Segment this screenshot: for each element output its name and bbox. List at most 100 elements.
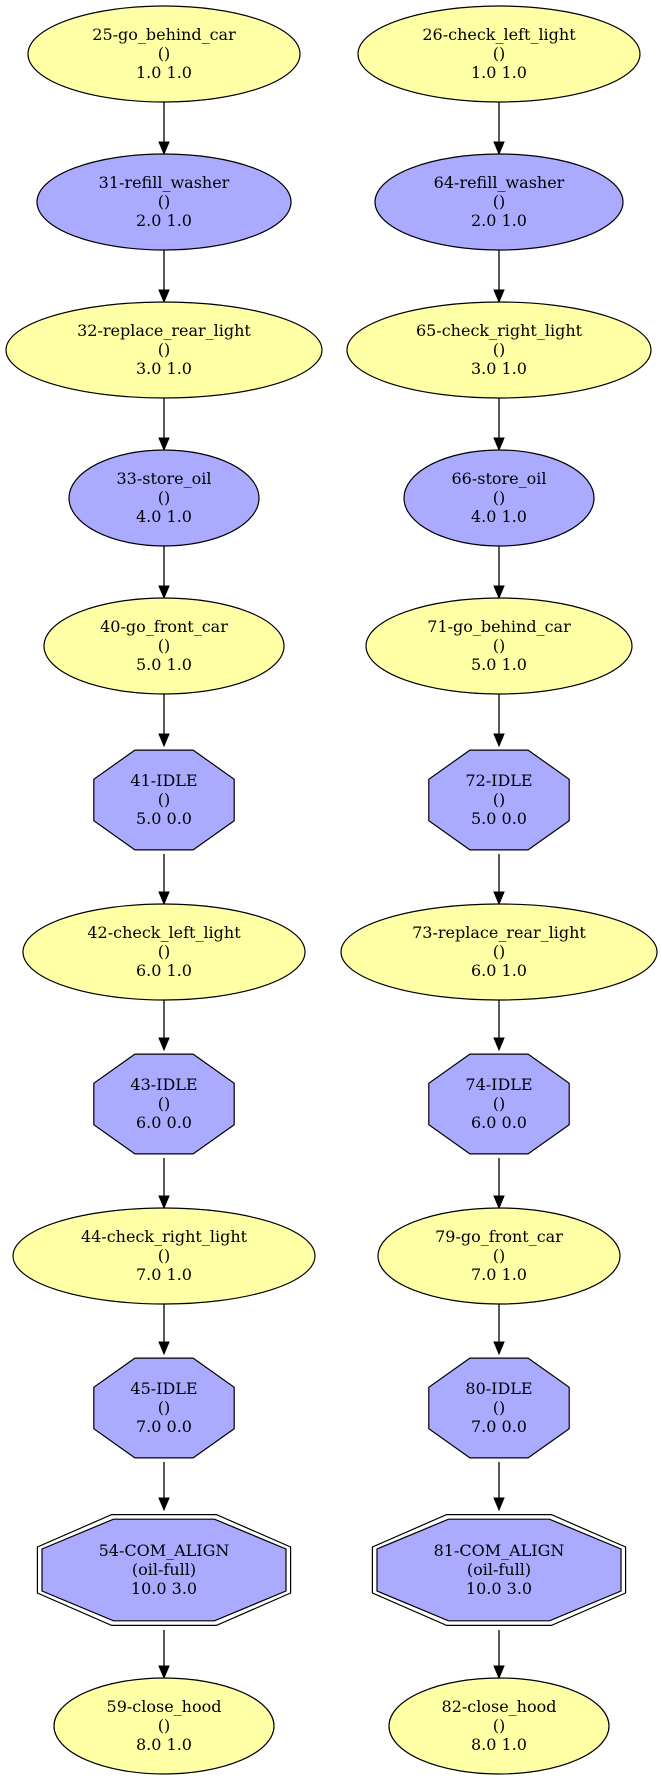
node-args: ()	[493, 1094, 505, 1113]
arrowhead-icon	[158, 141, 170, 156]
node-title: 32-replace_rear_light	[77, 321, 251, 340]
node-args: ()	[493, 488, 505, 507]
edge-arrow	[158, 1462, 170, 1512]
node-args: ()	[493, 1398, 505, 1417]
node-shape	[346, 301, 652, 399]
node-42-check-left-light: 42-check_left_light()6.0 1.0	[22, 903, 306, 1001]
node-values: 5.0 0.0	[136, 809, 192, 828]
node-65-check-right-light: 65-check_right_light()3.0 1.0	[346, 301, 652, 399]
node-81-com-align: 81-COM_ALIGN(oil-full)10.0 3.0	[371, 1513, 627, 1627]
node-title: 64-refill_washer	[434, 173, 565, 192]
node-values: 4.0 1.0	[471, 507, 527, 526]
arrowhead-icon	[493, 1341, 505, 1356]
node-72-idle: 72-IDLE()5.0 0.0	[428, 749, 570, 851]
node-args: ()	[493, 340, 505, 359]
node-values: 7.0 1.0	[471, 1265, 527, 1284]
arrowhead-icon	[158, 1665, 170, 1680]
node-shape	[27, 5, 301, 103]
node-args: ()	[493, 192, 505, 211]
node-73-replace-rear-light: 73-replace_rear_light()6.0 1.0	[340, 903, 658, 1001]
edge-arrow	[493, 1304, 505, 1356]
edge-arrow	[158, 250, 170, 304]
node-title: 44-check_right_light	[81, 1227, 248, 1246]
arrowhead-icon	[493, 289, 505, 304]
edge-arrow	[158, 546, 170, 600]
node-values: 2.0 1.0	[471, 211, 527, 230]
node-values: 4.0 1.0	[136, 507, 192, 526]
node-title: 45-IDLE	[130, 1379, 197, 1398]
node-values: 5.0 1.0	[136, 655, 192, 674]
node-values: 2.0 1.0	[136, 211, 192, 230]
node-args: ()	[158, 1246, 170, 1265]
node-shape	[68, 449, 260, 547]
node-values: 6.0 1.0	[136, 961, 192, 980]
arrowhead-icon	[158, 585, 170, 600]
node-shape	[22, 903, 306, 1001]
node-shape	[428, 749, 570, 851]
node-title: 26-check_left_light	[422, 25, 576, 44]
node-values: 6.0 0.0	[471, 1113, 527, 1132]
node-shape	[41, 1518, 287, 1622]
node-shape	[388, 1677, 610, 1775]
node-title: 74-IDLE	[465, 1075, 532, 1094]
node-shape-outer	[371, 1513, 627, 1627]
node-71-go-behind-car: 71-go_behind_car()5.0 1.0	[365, 597, 633, 695]
node-values: 5.0 0.0	[471, 809, 527, 828]
node-args: ()	[158, 790, 170, 809]
node-79-go-front-car: 79-go_front_car()7.0 1.0	[377, 1207, 621, 1305]
node-26-check-left-light: 26-check_left_light()1.0 1.0	[357, 5, 641, 103]
arrowhead-icon	[493, 1497, 505, 1512]
node-title: 80-IDLE	[465, 1379, 532, 1398]
arrowhead-icon	[493, 891, 505, 906]
edge-arrow	[493, 1462, 505, 1512]
node-title: 40-go_front_car	[100, 617, 228, 636]
arrowhead-icon	[158, 437, 170, 452]
node-title: 81-COM_ALIGN	[434, 1541, 565, 1560]
node-args: ()	[158, 340, 170, 359]
node-title: 65-check_right_light	[416, 321, 583, 340]
arrowhead-icon	[493, 141, 505, 156]
node-33-store-oil: 33-store_oil()4.0 1.0	[68, 449, 260, 547]
edge-arrow	[158, 1304, 170, 1356]
node-shape	[53, 1677, 275, 1775]
edge-arrow	[158, 1000, 170, 1052]
edge-arrow	[493, 694, 505, 748]
node-values: 5.0 1.0	[471, 655, 527, 674]
arrowhead-icon	[493, 1037, 505, 1052]
edge-arrow	[158, 1158, 170, 1210]
node-66-store-oil: 66-store_oil()4.0 1.0	[403, 449, 595, 547]
node-args: ()	[493, 1246, 505, 1265]
node-args: (oil-full)	[467, 1560, 531, 1579]
arrowhead-icon	[158, 1497, 170, 1512]
node-74-idle: 74-IDLE()6.0 0.0	[428, 1053, 570, 1155]
node-args: ()	[493, 636, 505, 655]
node-shape	[377, 1207, 621, 1305]
edge-arrow	[493, 1158, 505, 1210]
edge-arrow	[158, 694, 170, 748]
node-values: 7.0 1.0	[136, 1265, 192, 1284]
node-args: ()	[493, 44, 505, 63]
node-title: 54-COM_ALIGN	[99, 1541, 230, 1560]
node-values: 6.0 1.0	[471, 961, 527, 980]
node-shape	[12, 1207, 316, 1305]
node-31-refill-washer: 31-refill_washer()2.0 1.0	[36, 153, 292, 251]
node-values: 1.0 1.0	[471, 63, 527, 82]
node-shape	[365, 597, 633, 695]
node-80-idle: 80-IDLE()7.0 0.0	[428, 1357, 570, 1459]
node-shape	[403, 449, 595, 547]
arrowhead-icon	[493, 437, 505, 452]
node-values: 1.0 1.0	[136, 63, 192, 82]
edge-arrow	[493, 102, 505, 156]
node-title: 72-IDLE	[465, 771, 532, 790]
node-40-go-front-car: 40-go_front_car()5.0 1.0	[43, 597, 285, 695]
node-args: ()	[158, 488, 170, 507]
node-title: 79-go_front_car	[435, 1227, 563, 1246]
edge-arrow	[493, 250, 505, 304]
node-25-go-behind-car: 25-go_behind_car()1.0 1.0	[27, 5, 301, 103]
edge-arrow	[493, 546, 505, 600]
node-64-refill-washer: 64-refill_washer()2.0 1.0	[374, 153, 624, 251]
node-45-idle: 45-IDLE()7.0 0.0	[93, 1357, 235, 1459]
node-title: 42-check_left_light	[87, 923, 241, 942]
node-args: ()	[158, 1716, 170, 1735]
node-shape-outer	[36, 1513, 292, 1627]
